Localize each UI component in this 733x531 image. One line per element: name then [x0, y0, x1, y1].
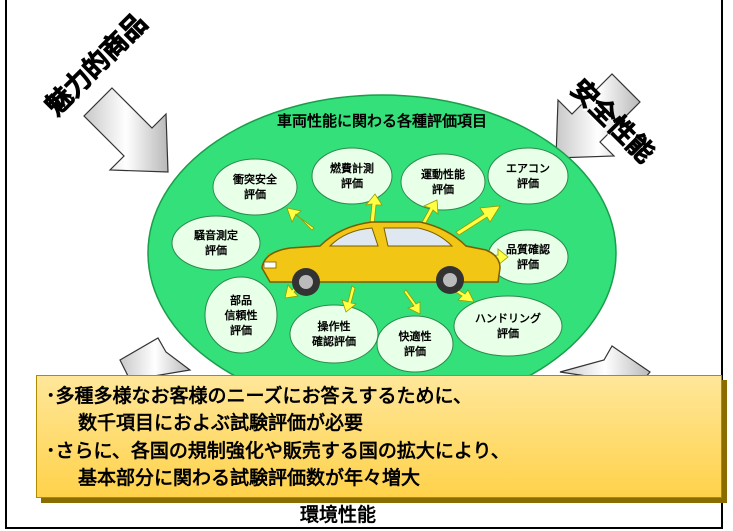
note-line-3: ･さらに、各国の規制強化や販売する国の拡大により、 [46, 440, 510, 462]
arrow-top-right [555, 73, 641, 159]
node-label-fuel: 燃費計測 評価 [330, 162, 374, 190]
note-line-1: ･多種多様なお客様のニーズにお答えするために、 [46, 385, 472, 407]
node-label-collision: 衝突安全 評価 [233, 173, 277, 201]
note-line-2: 数千項目におよぶ試験評価が必要 [78, 412, 364, 434]
bubble-fuel [311, 147, 393, 205]
bubble-aircon [487, 147, 569, 205]
car [261, 221, 501, 296]
bubble-handling [453, 295, 563, 357]
arrow-bottom-left [119, 337, 192, 381]
node-label-motion: 運動性能 評価 [421, 168, 465, 196]
bubble-noise [171, 215, 261, 271]
note-line-4: 基本部分に関わる試験評価数が年々増大 [78, 467, 421, 489]
slide-frame [5, 0, 723, 529]
bubble-collision [212, 158, 298, 216]
node-label-aircon: エアコン 評価 [506, 162, 550, 190]
diagram-title: 車両性能に関わる各種評価項目 [276, 112, 487, 130]
bubble-comfort [376, 315, 454, 373]
corner-label-environment: 環境性能 [300, 504, 377, 526]
node-bubbles [171, 147, 569, 373]
node-label-operation: 操作性 確認評価 [312, 320, 356, 348]
bubble-motion [400, 153, 486, 211]
arrow-top-left [83, 87, 169, 173]
node-label-comfort: 快適性 評価 [398, 330, 432, 358]
node-label-quality: 品質確認 評価 [506, 243, 550, 271]
bubble-reliability [204, 276, 278, 354]
node-label-handling: ハンドリング 評価 [475, 312, 541, 340]
bubble-operation [289, 304, 379, 364]
node-label-noise: 騒音測定 評価 [194, 229, 238, 257]
node-label-reliability: 部品 信頼性 評価 [224, 293, 258, 337]
note-box [36, 375, 722, 498]
